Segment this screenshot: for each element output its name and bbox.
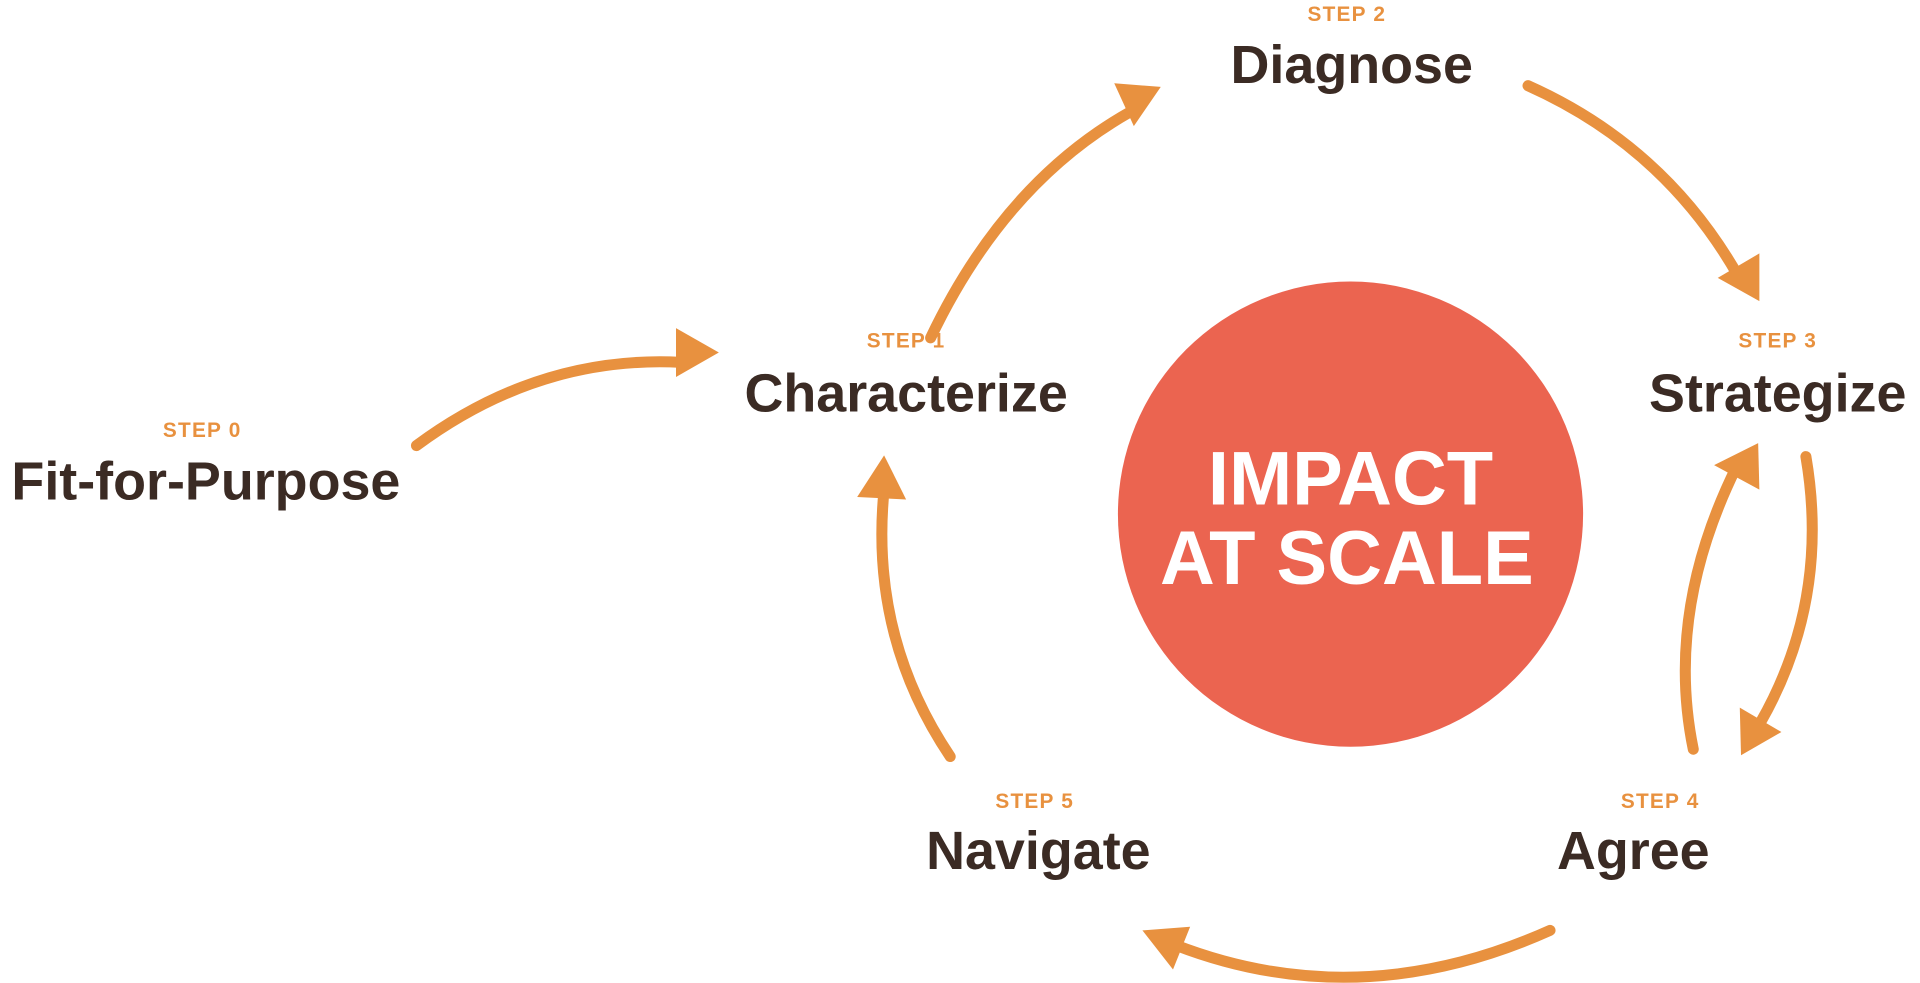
step-5: STEP 5 Navigate (926, 790, 1151, 881)
step-label: STEP 5 (995, 790, 1074, 813)
step-2: STEP 2 Diagnose (1231, 3, 1473, 95)
center-circle (1117, 281, 1584, 747)
arrowhead-icon (1142, 926, 1191, 970)
step-label: STEP 3 (1738, 330, 1817, 353)
arrowhead-icon (675, 328, 719, 378)
step-name: Strategize (1649, 363, 1906, 423)
step-name: Fit-for-Purpose (11, 451, 400, 511)
arrowhead-icon (1717, 253, 1760, 302)
arrow-step1-to-step2 (925, 107, 1135, 344)
center-title-line1: IMPACT (1208, 436, 1493, 521)
center-title-line2: AT SCALE (1160, 516, 1534, 601)
step-4: STEP 4 Agree (1557, 790, 1710, 881)
arrow-step0-to-step1 (410, 356, 687, 452)
arrowhead-icon (1714, 443, 1760, 490)
step-name: Agree (1557, 821, 1710, 881)
arrowhead-icon (1114, 83, 1161, 127)
step-name: Characterize (744, 363, 1067, 423)
arrow-step3-to-step4 (1755, 451, 1818, 728)
step-label: STEP 1 (867, 330, 946, 353)
step-label: STEP 4 (1621, 790, 1700, 813)
arrow-step4-to-step5 (1169, 924, 1556, 983)
step-name: Navigate (926, 821, 1151, 881)
arrow-step4-to-step3 (1679, 462, 1742, 755)
step-label: STEP 2 (1308, 3, 1387, 26)
step-1: STEP 1 Characterize (744, 330, 1067, 424)
arrow-step5-to-step1 (876, 484, 956, 763)
step-3: STEP 3 Strategize (1649, 330, 1906, 424)
step-0: STEP 0 Fit-for-Purpose (11, 419, 400, 511)
step-label: STEP 0 (163, 419, 242, 442)
arrowhead-icon (857, 455, 907, 500)
arrow-step2-to-step3 (1522, 80, 1745, 283)
arrowhead-icon (1739, 707, 1782, 756)
step-name: Diagnose (1231, 35, 1473, 95)
